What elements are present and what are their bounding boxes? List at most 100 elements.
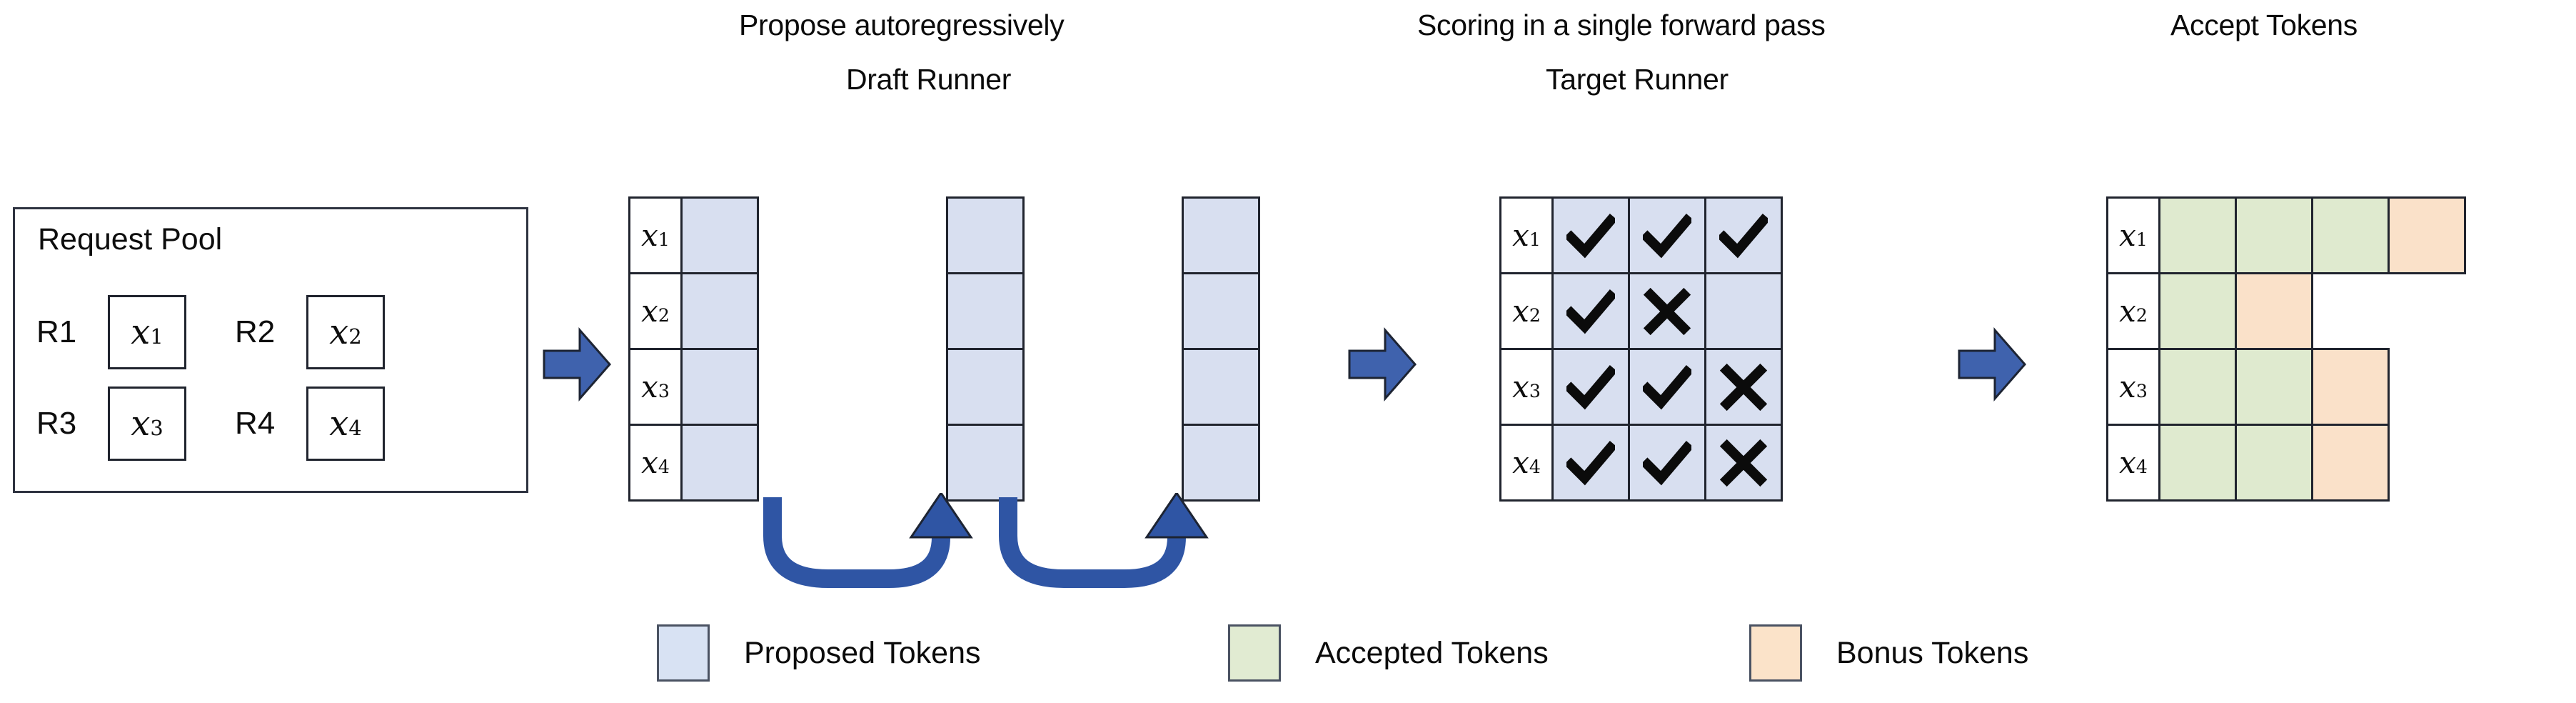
legend-label-bonus: Bonus Tokens: [1836, 635, 2029, 670]
check-icon: [1566, 440, 1615, 485]
score-cell-check: [1704, 196, 1783, 274]
proposed-token-cell: [680, 348, 759, 426]
proposed-token-cell: [946, 348, 1025, 426]
check-icon: [1566, 364, 1615, 409]
proposed-token-cell: [946, 272, 1025, 350]
accepted-token-cell: [2311, 196, 2390, 274]
proposed-token-cell: [1182, 424, 1260, 502]
score-cell-cross: [1704, 348, 1783, 426]
accept-token-row: [2158, 424, 2466, 502]
request-label-r1: R1: [36, 314, 77, 349]
proposed-token-cell: [946, 424, 1025, 502]
accepted-token-cell: [2235, 348, 2313, 426]
proposed-token-cell: [680, 272, 759, 350]
accepted-token-cell: [2158, 424, 2237, 502]
flow-arrow-target-to-accept: [1958, 327, 2026, 402]
request-label-r4: R4: [235, 406, 276, 441]
score-cell-check: [1628, 348, 1706, 426]
check-icon: [1643, 440, 1691, 485]
score-cell-check: [1551, 196, 1630, 274]
legend-label-proposed: Proposed Tokens: [744, 635, 981, 670]
draft-runner-title: Draft Runner: [846, 63, 1012, 96]
proposed-token-cell: [680, 424, 759, 502]
accepted-token-cell: [2235, 424, 2313, 502]
draft-proposal-column-2: [946, 196, 1025, 502]
score-cell-check: [1551, 348, 1630, 426]
target-score-row: [1551, 196, 1783, 274]
accept-token-grid: [2158, 196, 2466, 502]
score-cell-check: [1551, 272, 1630, 350]
accepted-token-cell: [2158, 348, 2237, 426]
draft-proposal-column-1: [680, 196, 759, 502]
draft-loop-arrow-2-head: [1144, 491, 1209, 539]
target-score-row: [1551, 424, 1783, 502]
bonus-token-cell: [2311, 424, 2390, 502]
legend-swatch-accepted-icon: [1228, 624, 1281, 682]
cross-icon: [1719, 439, 1768, 487]
accept-token-row: [2158, 196, 2466, 274]
cross-icon: [1719, 363, 1768, 411]
flow-arrow-pool-to-draft: [543, 327, 611, 402]
legend: Proposed Tokens Accepted Tokens Bonus To…: [0, 616, 2576, 694]
accept-stage-caption: Accept Tokens: [2170, 9, 2358, 41]
target-score-grid: [1551, 196, 1783, 502]
check-icon: [1566, 289, 1615, 334]
request-label-r3: R3: [36, 406, 77, 441]
draft-stage-caption: Propose autoregressively: [739, 9, 1065, 41]
score-cell-check: [1628, 196, 1706, 274]
accepted-token-cell: [2235, 196, 2313, 274]
target-score-row: [1551, 272, 1783, 350]
score-cell-check: [1628, 424, 1706, 502]
request-pool-title: Request Pool: [38, 222, 223, 256]
legend-item-accepted: Accepted Tokens: [1228, 624, 1549, 682]
legend-item-bonus: Bonus Tokens: [1749, 624, 2028, 682]
proposed-token-cell: [1182, 272, 1260, 350]
score-cell-blank: [1704, 272, 1783, 350]
proposed-token-cell: [1182, 348, 1260, 426]
flow-arrow-draft-to-target: [1348, 327, 1417, 402]
target-runner-title: Target Runner: [1546, 63, 1729, 96]
draft-loop-arrow-1-head: [909, 491, 973, 539]
target-score-row: [1551, 348, 1783, 426]
proposed-token-cell: [946, 196, 1025, 274]
bonus-token-cell: [2311, 348, 2390, 426]
check-icon: [1643, 213, 1691, 258]
request-label-r2: R2: [235, 314, 276, 349]
target-stage-caption: Scoring in a single forward pass: [1417, 9, 1826, 41]
score-cell-check: [1551, 424, 1630, 502]
proposed-token-cell: [1182, 196, 1260, 274]
legend-swatch-proposed-icon: [657, 624, 710, 682]
draft-loop-arrow-1-path: [763, 497, 950, 588]
